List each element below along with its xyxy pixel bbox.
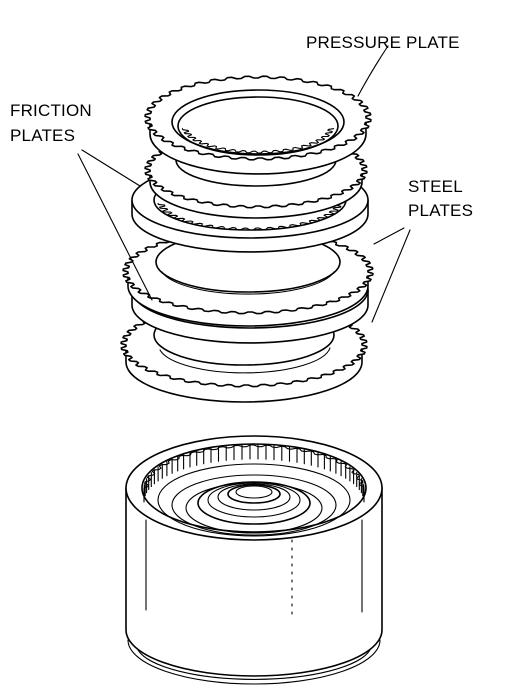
leader-friction-lower — [77, 153, 153, 301]
label-steel-line2: PLATES — [408, 201, 473, 220]
pressure-plate-inner-teeth — [181, 128, 335, 154]
pressure-plate — [144, 75, 372, 175]
steel-plate-1-inner-teeth — [157, 202, 343, 231]
leader-lines — [77, 45, 411, 323]
drum-inner-splines — [143, 444, 365, 503]
leader-steel-upper — [373, 227, 405, 245]
plate-stack — [120, 75, 374, 403]
label-friction-line2: PLATES — [10, 126, 75, 145]
leader-steel-lower — [371, 229, 411, 323]
friction-plate-2 — [122, 229, 374, 327]
label-steel-line1: STEEL — [408, 177, 463, 196]
leader-pressure-plate — [357, 45, 389, 97]
label-friction-line1: FRICTION — [10, 101, 92, 120]
clutch-drum — [125, 435, 383, 685]
label-pressure-plate: PRESSURE PLATE — [306, 33, 460, 52]
leader-friction-top — [81, 149, 141, 187]
